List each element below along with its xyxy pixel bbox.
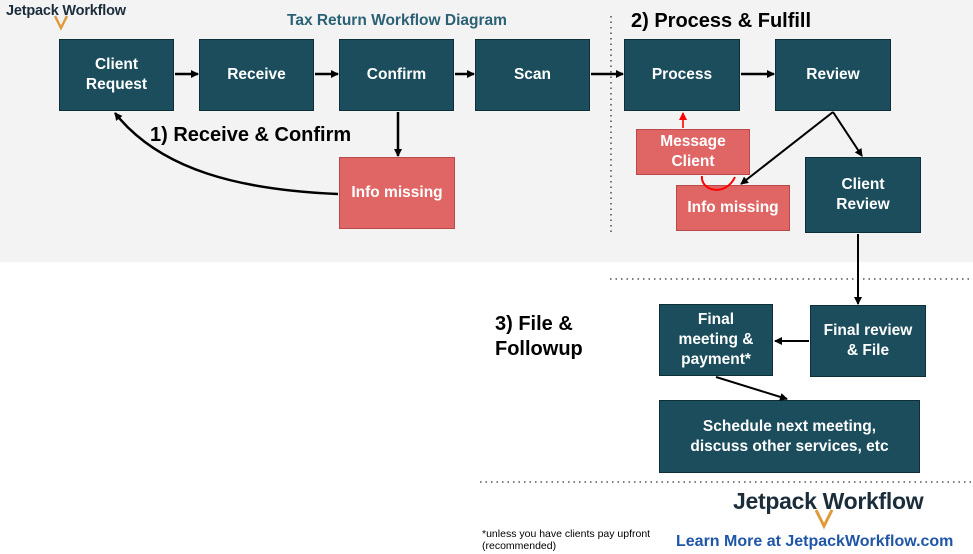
brand-logo-bottom: Jetpack Workflow [733, 488, 924, 514]
arrow-info-missing-to-message-client [700, 175, 736, 191]
arrow-info-missing-to-client-request [114, 112, 339, 196]
node-final-meeting-payment: Final meeting & payment* [659, 304, 773, 376]
logo-v-icon-bottom [815, 509, 834, 530]
arrow-review-to-client-review [832, 111, 863, 157]
node-receive: Receive [199, 39, 314, 111]
learn-more-link[interactable]: Learn More at JetpackWorkflow.com [676, 533, 954, 550]
brand-logo-top: Jetpack Workflow [6, 3, 126, 19]
node-schedule-next: Schedule next meeting, discuss other ser… [659, 400, 920, 473]
arrow-review-to-info-missing [740, 111, 834, 185]
node-client-request: Client Request [59, 39, 174, 111]
node-process: Process [624, 39, 740, 111]
node-review: Review [775, 39, 891, 111]
node-client-review: Client Review [805, 157, 921, 233]
arrow-final-meeting-to-schedule [715, 376, 788, 401]
footnote: *unless you have clients pay upfront (re… [482, 528, 651, 552]
node-info-missing-1: Info missing [339, 157, 455, 229]
logo-v-icon [54, 15, 69, 31]
node-confirm: Confirm [339, 39, 454, 111]
node-info-missing-2: Info missing [676, 185, 790, 231]
section-heading-receive-confirm: 1) Receive & Confirm [150, 124, 352, 146]
section-heading-file-followup: 3) File & Followup [495, 313, 583, 360]
node-final-review-file: Final review & File [810, 305, 926, 377]
diagram-title: Tax Return Workflow Diagram [287, 12, 507, 29]
node-scan: Scan [475, 39, 590, 111]
section-heading-process-fulfill: 2) Process & Fulfill [631, 10, 812, 32]
node-message-client: Message Client [636, 129, 750, 175]
